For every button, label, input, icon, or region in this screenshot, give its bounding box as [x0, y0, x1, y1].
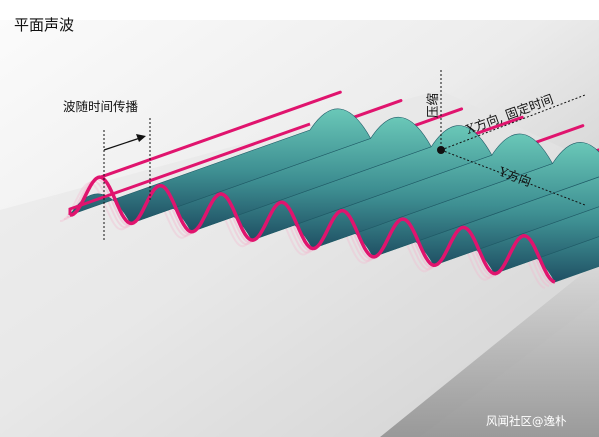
- wave-surface: [68, 90, 599, 284]
- left-edge: [68, 122, 311, 215]
- crest-face-0: [69, 108, 372, 224]
- propagation-arrow-head: [136, 134, 146, 142]
- y-axis-line: [440, 149, 586, 206]
- propagation-arrow-shaft: [103, 137, 141, 151]
- compression-label: 压缩: [425, 93, 440, 118]
- origin-point: [437, 146, 445, 154]
- axis-group: [103, 70, 586, 240]
- watermark: 风闻社区@逸朴: [486, 414, 567, 428]
- crest-line-0: [98, 90, 342, 179]
- floor-shadow: [380, 260, 599, 437]
- x-axis-line: [440, 94, 586, 151]
- front-sinusoid: [69, 175, 556, 284]
- propagation-label: 波随时间传播: [63, 99, 139, 114]
- diagram-title: 平面声波: [14, 16, 74, 34]
